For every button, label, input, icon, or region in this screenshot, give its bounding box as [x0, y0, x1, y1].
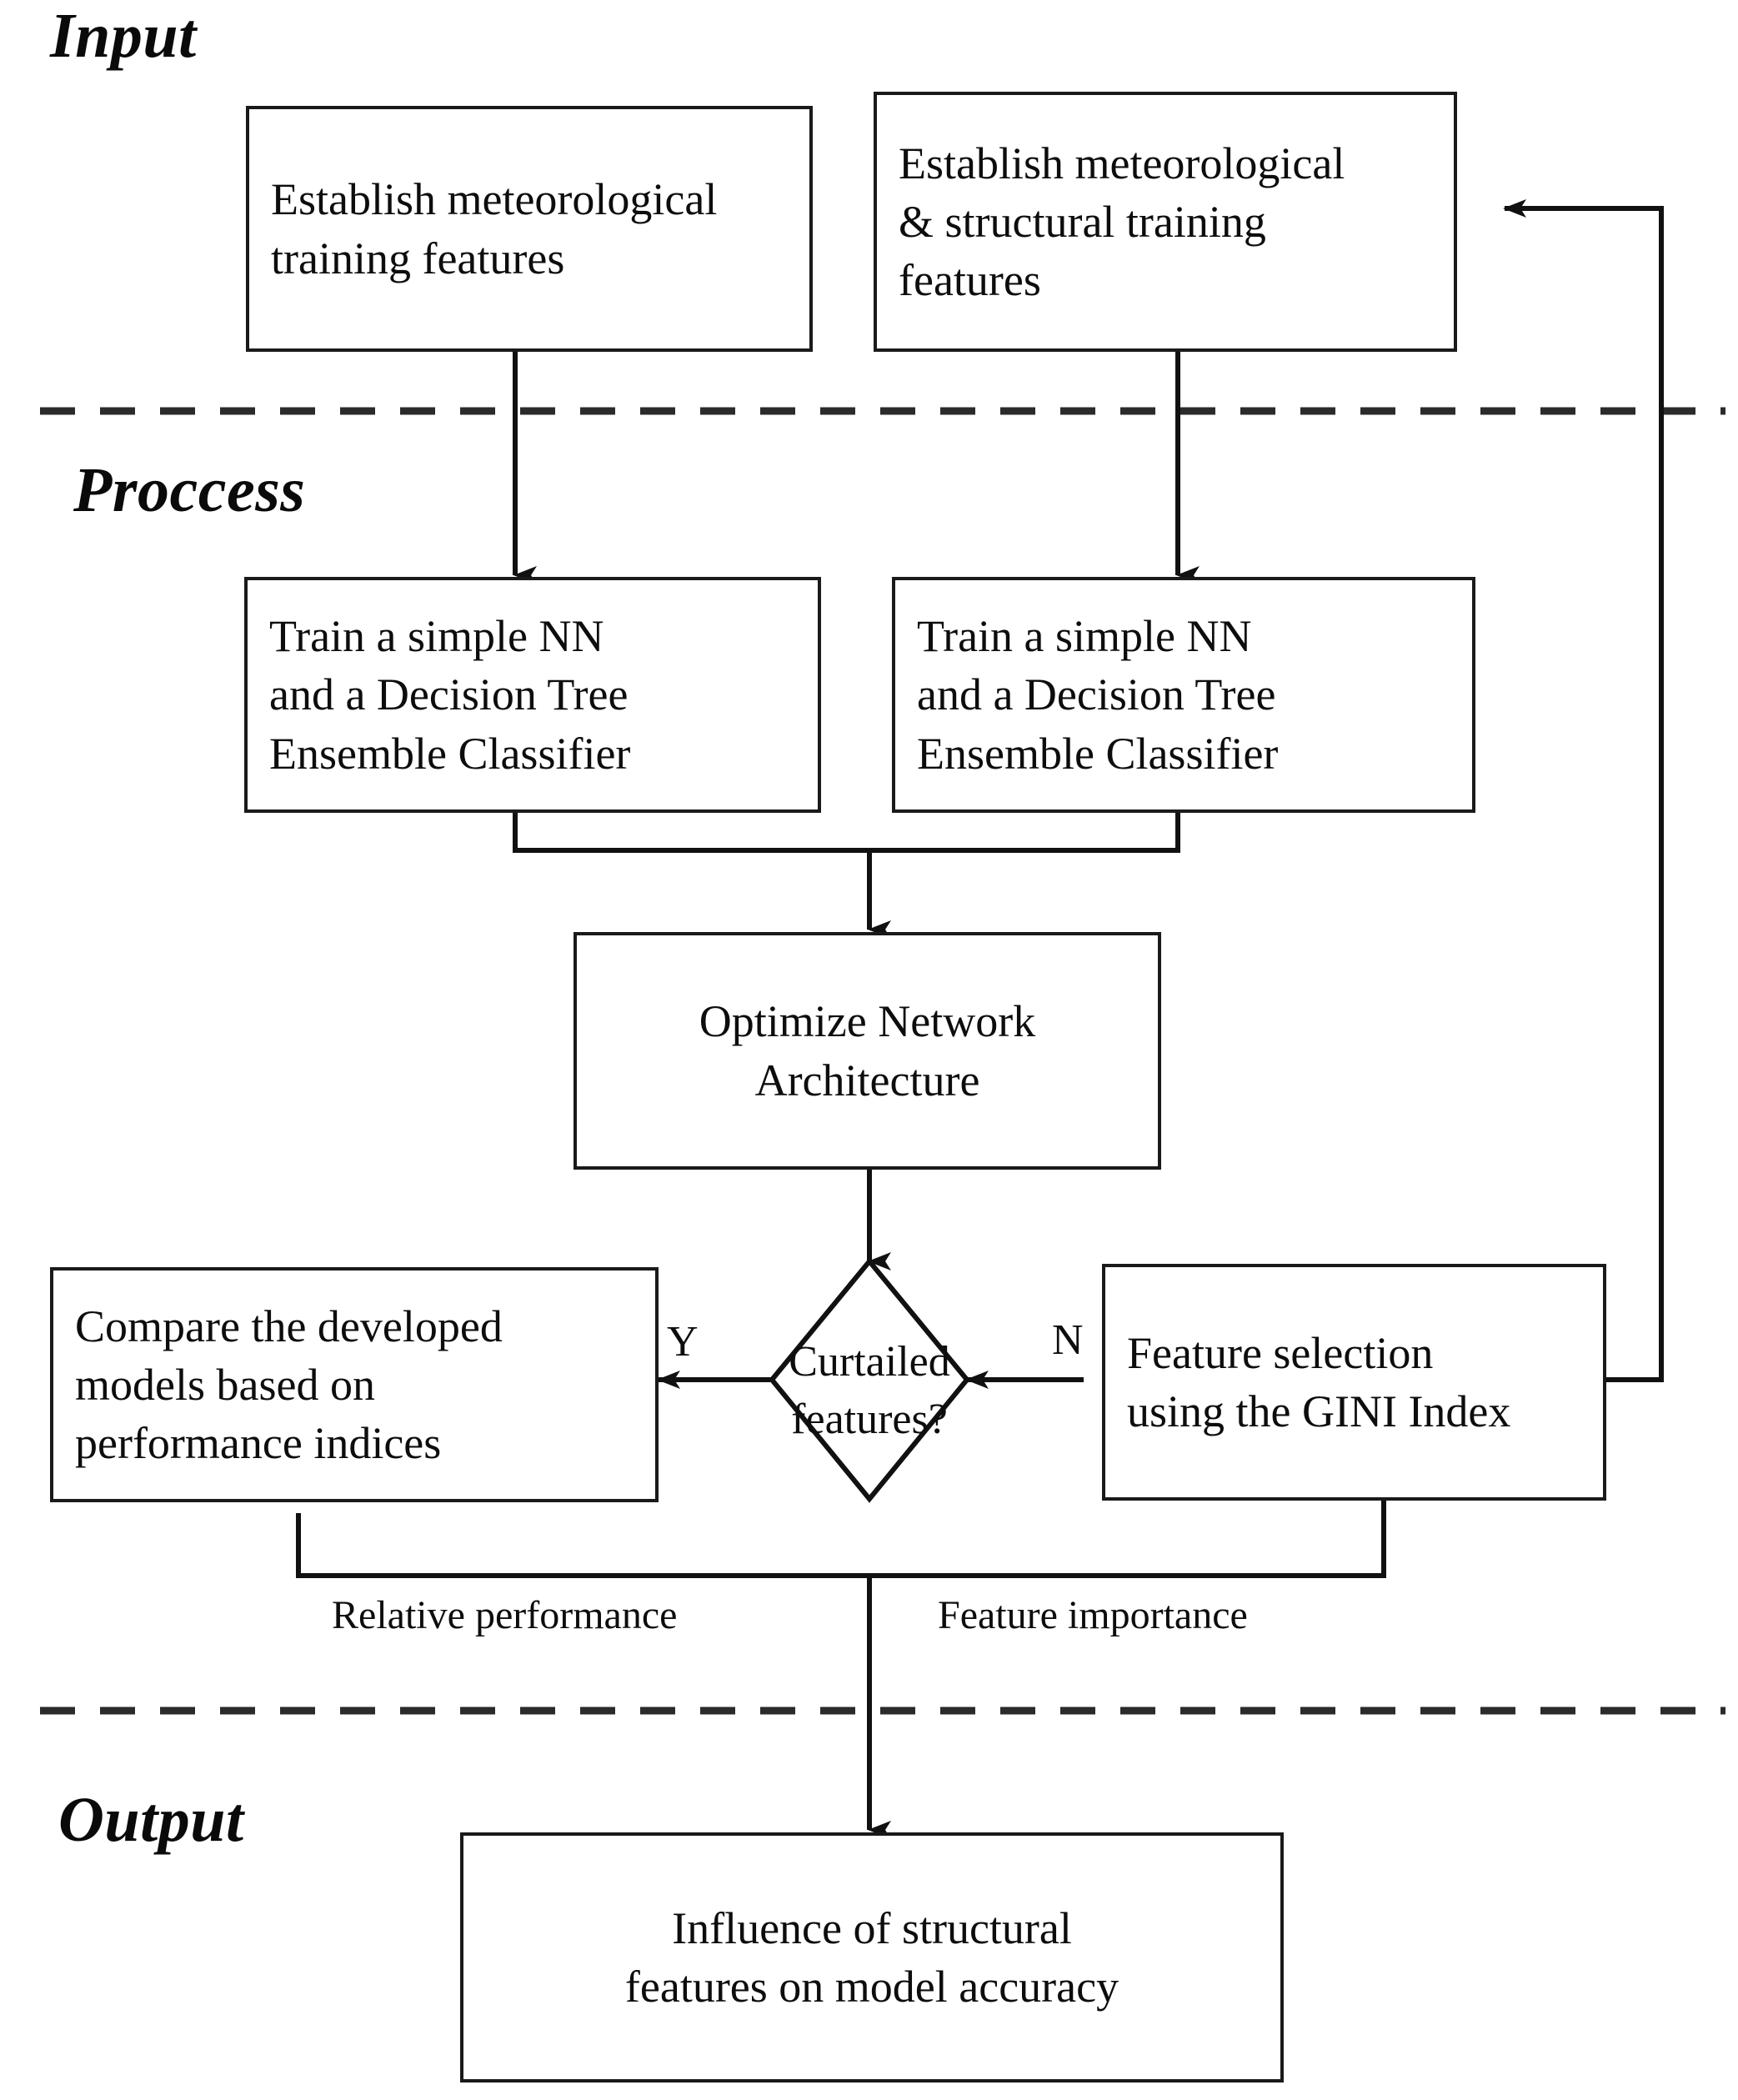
- node-influence-structural-features-label: Influence of structural features on mode…: [624, 1902, 1119, 2012]
- node-establish-meteorological[interactable]: Establish meteorological training featur…: [246, 106, 813, 352]
- node-train-nn-dt-right-label: Train a simple NN and a Decision Tree En…: [917, 611, 1279, 779]
- node-feature-selection-gini-label: Feature selection using the GINI Index: [1127, 1327, 1511, 1436]
- section-label-process: Proccess: [73, 455, 306, 525]
- node-train-nn-dt-left-label: Train a simple NN and a Decision Tree En…: [269, 611, 631, 779]
- edge-gini-to-collector: [869, 1501, 1386, 1578]
- node-influence-structural-features[interactable]: Influence of structural features on mode…: [460, 1832, 1284, 2082]
- section-label-output: Output: [58, 1785, 244, 1855]
- branch-label-no: N: [1052, 1316, 1084, 1364]
- edge-label-relative-performance: Relative performance: [332, 1593, 678, 1637]
- node-optimize-network-architecture[interactable]: Optimize Network Architecture: [573, 932, 1161, 1170]
- node-compare-models[interactable]: Compare the developed models based on pe…: [50, 1267, 659, 1502]
- edge-label-feature-importance: Feature importance: [938, 1593, 1248, 1637]
- node-compare-models-label: Compare the developed models based on pe…: [75, 1301, 503, 1469]
- edge-feedback-gini-to-input2: [1503, 199, 1664, 1382]
- section-label-input: Input: [50, 1, 197, 71]
- decision-diamond-shape: [769, 1257, 970, 1503]
- branch-label-yes: Y: [667, 1318, 699, 1366]
- node-establish-meteorological-label: Establish meteorological training featur…: [271, 174, 718, 283]
- node-train-nn-dt-left[interactable]: Train a simple NN and a Decision Tree En…: [244, 577, 821, 813]
- edge-train-left-merge: [513, 810, 869, 853]
- edge-train-right-merge: [869, 810, 1180, 853]
- node-train-nn-dt-right[interactable]: Train a simple NN and a Decision Tree En…: [892, 577, 1475, 813]
- node-establish-meteorological-structural-label: Establish meteorological & structural tr…: [899, 138, 1345, 306]
- node-establish-meteorological-structural[interactable]: Establish meteorological & structural tr…: [874, 92, 1457, 352]
- edge-compare-to-collector: [296, 1513, 869, 1578]
- node-feature-selection-gini[interactable]: Feature selection using the GINI Index: [1102, 1264, 1606, 1501]
- node-optimize-network-architecture-label: Optimize Network Architecture: [699, 996, 1036, 1105]
